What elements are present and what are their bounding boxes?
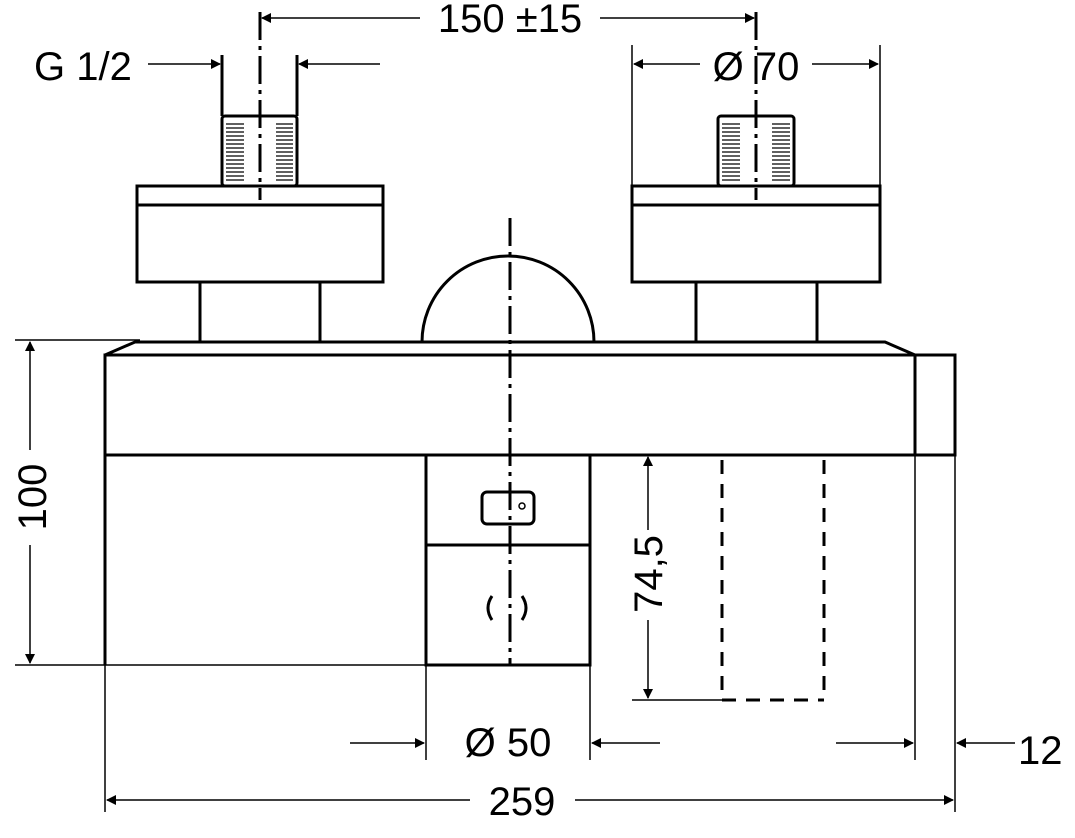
outlet-spout	[424, 453, 592, 667]
thread-label: G 1/2	[34, 45, 132, 89]
inlet-spacing-label: 150 ±15	[438, 0, 582, 41]
outlet-nozzle-left	[486, 595, 494, 621]
hidden-rear-outlet	[720, 460, 826, 702]
total-width-label: 259	[489, 780, 556, 824]
outlet-diameter-label: Ø 50	[465, 721, 552, 765]
body-end-cap	[913, 353, 957, 457]
outlet-button	[480, 490, 536, 526]
dimension-outlet-diameter: Ø 50	[350, 665, 660, 765]
outlet-height-label: 74,5	[627, 535, 671, 613]
total-height-label: 100	[11, 464, 55, 531]
dimension-handle-diameter: Ø 70	[631, 45, 881, 186]
handle-diameter-label: Ø 70	[713, 45, 800, 89]
dimension-total-width: 259	[104, 455, 956, 824]
dimension-thread: G 1/2	[34, 45, 380, 116]
center-dome	[420, 254, 596, 343]
dimension-inlet-spacing: 150 ±15	[261, 0, 755, 41]
outlet-nozzle-right	[520, 595, 528, 621]
dimension-total-height: 100	[11, 339, 426, 666]
dimension-side-depth: 12	[836, 455, 1063, 773]
dimension-outlet-height: 74,5	[627, 456, 722, 701]
right-handle-cap	[630, 184, 882, 284]
mixer-body	[103, 254, 957, 702]
center-lines	[258, 12, 758, 665]
left-handle-cap	[135, 184, 385, 284]
side-depth-label: 12	[1018, 729, 1063, 773]
